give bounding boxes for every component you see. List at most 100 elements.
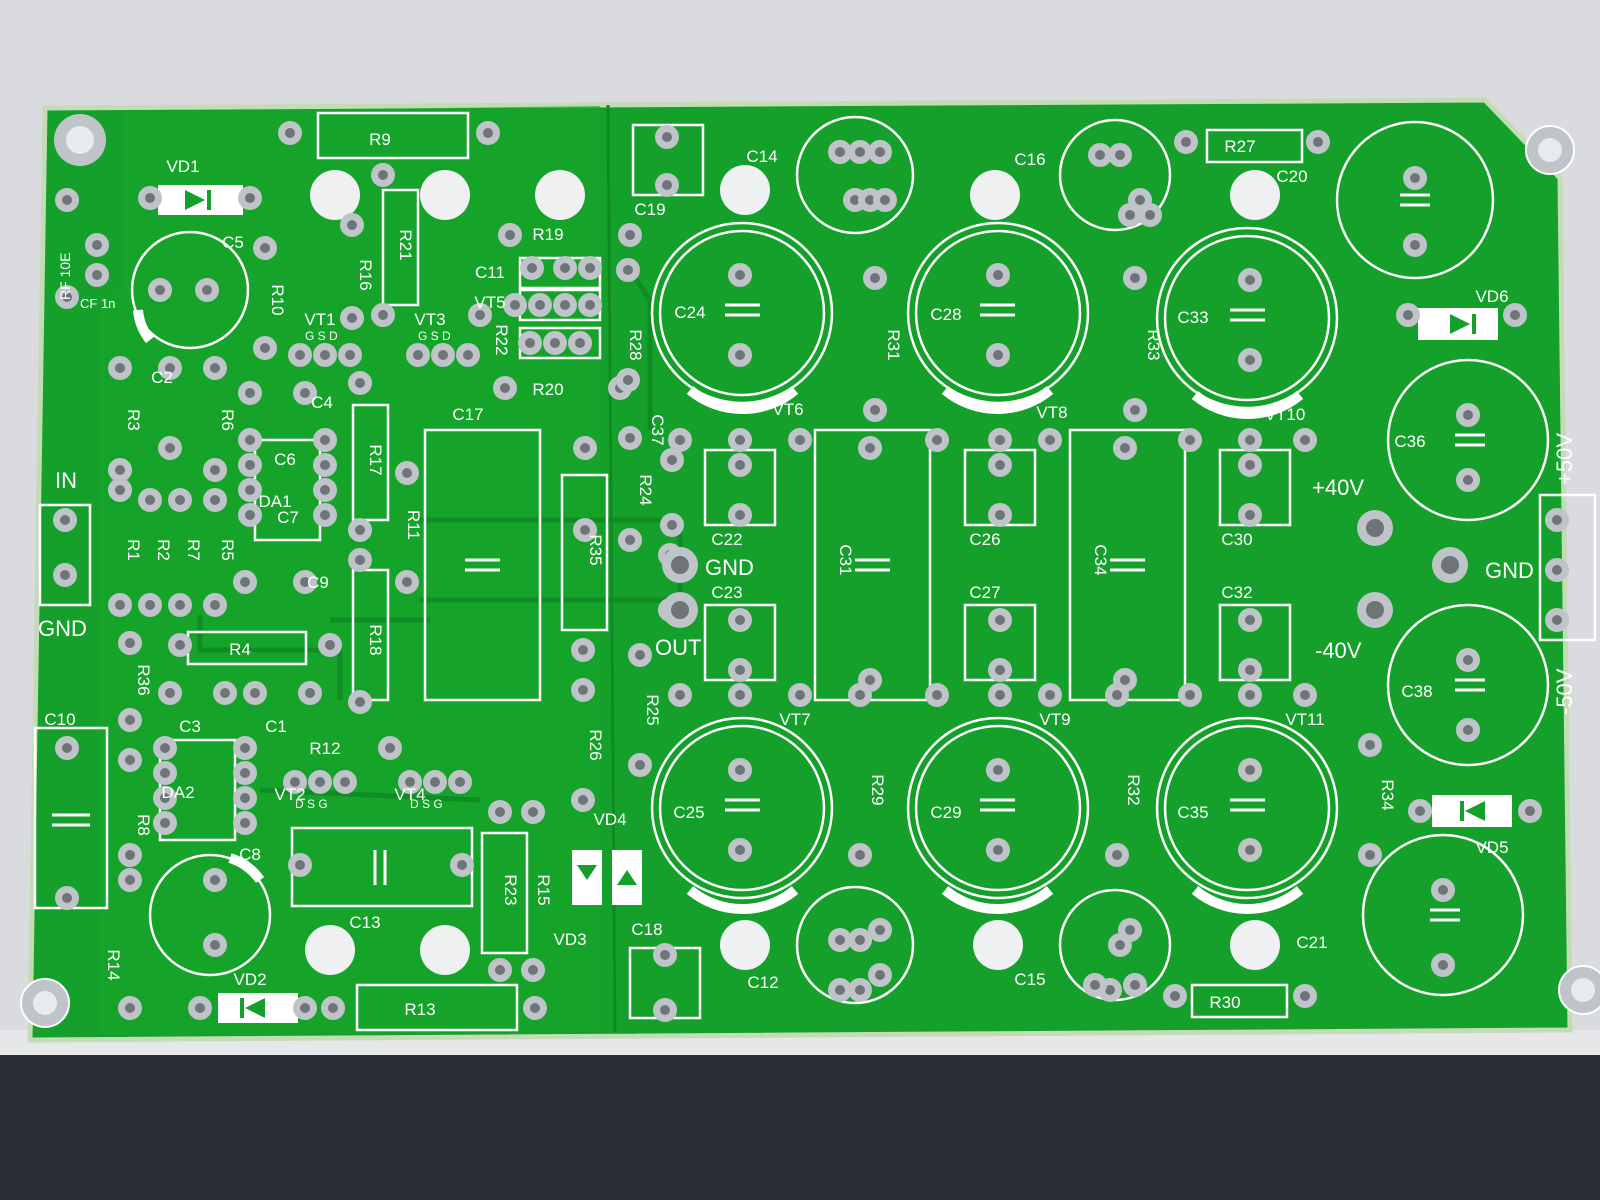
ref-label-r13: R13 bbox=[404, 1000, 435, 1019]
pad-hole bbox=[220, 688, 230, 698]
pad-hole bbox=[290, 777, 300, 787]
pad-hole bbox=[115, 600, 125, 610]
pad-hole bbox=[675, 690, 685, 700]
pad-hole bbox=[405, 777, 415, 787]
pad-hole bbox=[993, 350, 1003, 360]
pad-hole bbox=[1415, 806, 1425, 816]
pad-hole bbox=[402, 468, 412, 478]
ref-label-c7: C7 bbox=[277, 508, 299, 527]
ref-label-c29: C29 bbox=[930, 803, 961, 822]
pad-hole bbox=[735, 435, 745, 445]
pad-hole bbox=[195, 1003, 205, 1013]
pad-hole bbox=[62, 195, 72, 205]
ref-label-c31: C31 bbox=[836, 544, 855, 575]
ref-label-r1: R1 bbox=[124, 539, 143, 561]
ref-label-r36: R36 bbox=[134, 664, 153, 695]
pad-hole bbox=[495, 965, 505, 975]
pad-hole bbox=[735, 765, 745, 775]
pad-hole bbox=[245, 485, 255, 495]
pad-hole bbox=[880, 195, 890, 205]
ref-label-c25: C25 bbox=[673, 803, 704, 822]
pad-hole bbox=[1115, 940, 1125, 950]
label-in: IN bbox=[55, 468, 77, 493]
ref-label-r29: R29 bbox=[868, 774, 887, 805]
ref-label-r22: R22 bbox=[492, 324, 511, 355]
ref-label-vt1: VT1 bbox=[304, 310, 335, 329]
ref-label-vt3: VT3 bbox=[414, 310, 445, 329]
copper-pour-left bbox=[100, 106, 600, 1035]
pad-hole bbox=[1366, 601, 1384, 619]
pad-hole bbox=[528, 965, 538, 975]
pad-hole bbox=[245, 388, 255, 398]
pad-hole bbox=[1313, 137, 1323, 147]
label-plus40: +40V bbox=[1312, 475, 1364, 500]
pad-hole bbox=[355, 697, 365, 707]
pad-hole bbox=[625, 433, 635, 443]
pad-hole bbox=[1045, 690, 1055, 700]
pad-hole bbox=[1185, 435, 1195, 445]
ref-label-c30: C30 bbox=[1221, 530, 1252, 549]
pad-hole bbox=[660, 1005, 670, 1015]
pad-hole bbox=[300, 577, 310, 587]
pad-hole bbox=[240, 768, 250, 778]
pad-hole bbox=[735, 270, 745, 280]
ref-label-c13: C13 bbox=[349, 913, 380, 932]
ref-label-r33: R33 bbox=[1144, 329, 1163, 360]
ref-label-r17: R17 bbox=[366, 444, 385, 475]
pad-hole bbox=[667, 520, 677, 530]
ref-label-r26: R26 bbox=[586, 729, 605, 760]
pad-hole bbox=[1245, 355, 1255, 365]
polarity-arcs bbox=[133, 309, 1304, 915]
pad-hole bbox=[995, 665, 1005, 675]
pad-hole bbox=[320, 485, 330, 495]
ref-label-c14: C14 bbox=[746, 147, 777, 166]
pad-hole bbox=[1552, 565, 1562, 575]
pad-hole bbox=[1525, 806, 1535, 816]
ref-label-vt4: VT4 bbox=[394, 785, 425, 804]
ref-label-c34: C34 bbox=[1091, 544, 1110, 575]
pad-hole bbox=[578, 795, 588, 805]
pad-hole bbox=[535, 300, 545, 310]
pad-hole bbox=[625, 535, 635, 545]
pad-hole bbox=[300, 1003, 310, 1013]
ref-label-c5: C5 bbox=[222, 233, 244, 252]
pad-hole bbox=[455, 777, 465, 787]
pad-hole bbox=[145, 495, 155, 505]
pad-hole bbox=[160, 818, 170, 828]
pad-hole bbox=[662, 132, 672, 142]
cap-symbols bbox=[52, 193, 1485, 922]
ref-label-da1: DA1 bbox=[258, 492, 291, 511]
pad-hole bbox=[1245, 765, 1255, 775]
ref-label-vd4: VD4 bbox=[593, 810, 626, 829]
pad-hole bbox=[260, 343, 270, 353]
pad-hole bbox=[1245, 665, 1255, 675]
label-vt4-pins: D S G bbox=[410, 797, 443, 811]
pad-hole bbox=[1105, 985, 1115, 995]
ref-label-r35: R35 bbox=[586, 534, 605, 565]
pad-hole bbox=[525, 338, 535, 348]
ref-label-r12: R12 bbox=[309, 739, 340, 758]
pad-hole bbox=[995, 435, 1005, 445]
pad-hole bbox=[210, 940, 220, 950]
pad-hole bbox=[671, 556, 689, 574]
pad-hole bbox=[995, 460, 1005, 470]
ref-label-vt9: VT9 bbox=[1039, 710, 1070, 729]
pad-hole bbox=[210, 495, 220, 505]
pad-hole bbox=[347, 220, 357, 230]
pad-hole bbox=[1245, 615, 1255, 625]
pad-hole bbox=[210, 363, 220, 373]
pad-hole bbox=[210, 600, 220, 610]
label-rf: RF 10E bbox=[57, 253, 73, 300]
ref-label-r30: R30 bbox=[1209, 993, 1240, 1012]
pad-hole bbox=[527, 263, 537, 273]
pad-hole bbox=[1130, 980, 1140, 990]
pad-hole bbox=[855, 850, 865, 860]
pad-hole bbox=[340, 777, 350, 787]
ref-label-c32: C32 bbox=[1221, 583, 1252, 602]
pad-hole bbox=[1463, 725, 1473, 735]
pad-hole bbox=[560, 300, 570, 310]
pad-hole bbox=[585, 263, 595, 273]
pad-hole bbox=[457, 860, 467, 870]
pad-hole bbox=[795, 435, 805, 445]
pad-hole bbox=[1112, 690, 1122, 700]
